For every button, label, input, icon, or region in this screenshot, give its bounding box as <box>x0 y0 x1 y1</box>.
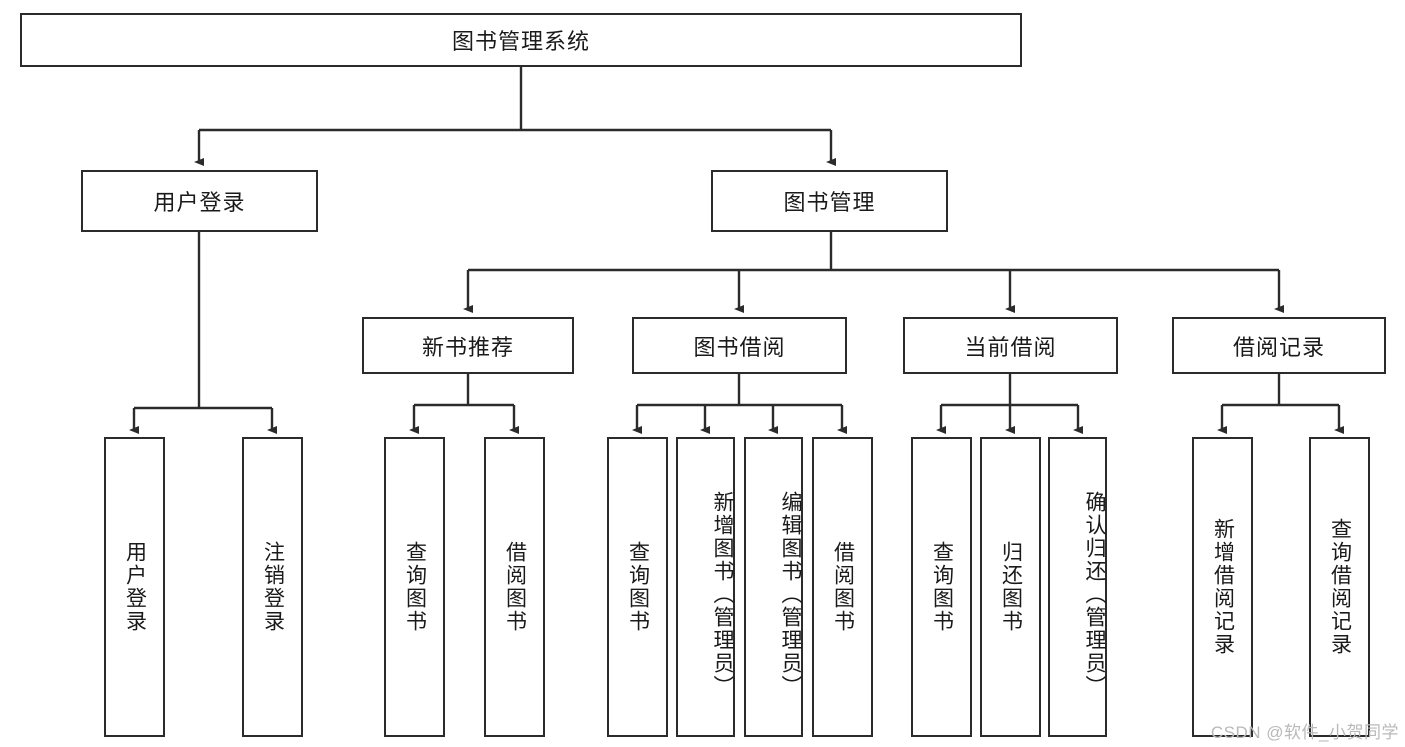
node-current-borrow[interactable]: 当前借阅 <box>903 317 1118 374</box>
node-user-login-label: 用户登录 <box>153 190 246 215</box>
node-root[interactable]: 图书管理系统 <box>20 13 1022 67</box>
node-user-login[interactable]: 用户登录 <box>81 170 318 232</box>
node-leaf-query-book-2-label: 查询图书 <box>626 541 650 633</box>
node-leaf-query-book-1-label: 查询图书 <box>403 541 427 633</box>
node-leaf-user-logout[interactable]: 注销登录 <box>242 437 303 737</box>
node-root-label: 图书管理系统 <box>451 29 590 54</box>
node-leaf-edit-book[interactable]: 编辑图书（管理员） <box>744 437 803 737</box>
node-leaf-return-book-label: 归还图书 <box>999 541 1023 633</box>
node-new-book-recommend-label: 新书推荐 <box>421 334 514 360</box>
node-book-borrow-label: 图书借阅 <box>693 334 786 360</box>
node-leaf-query-book-1[interactable]: 查询图书 <box>384 437 445 737</box>
node-leaf-user-logout-label: 注销登录 <box>261 541 285 633</box>
csdn-watermark: CSDN @软件_小贺同学 <box>1210 723 1399 742</box>
node-book-borrow[interactable]: 图书借阅 <box>632 317 847 374</box>
node-leaf-add-record-label: 新增借阅记录 <box>1211 518 1235 656</box>
node-leaf-user-login-label: 用户登录 <box>123 541 147 633</box>
node-leaf-user-login[interactable]: 用户登录 <box>104 437 165 737</box>
node-book-management-label: 图书管理 <box>783 190 876 215</box>
node-leaf-confirm-return-label: 确认归还（管理员） <box>1083 490 1106 698</box>
node-leaf-query-book-3-label: 查询图书 <box>930 541 954 633</box>
node-leaf-query-record[interactable]: 查询借阅记录 <box>1309 437 1370 737</box>
node-leaf-query-record-label: 查询借阅记录 <box>1328 518 1352 656</box>
node-leaf-query-book-3[interactable]: 查询图书 <box>911 437 972 737</box>
node-new-book-recommend[interactable]: 新书推荐 <box>362 317 574 374</box>
node-book-management[interactable]: 图书管理 <box>711 170 948 232</box>
node-leaf-query-book-2[interactable]: 查询图书 <box>607 437 668 737</box>
node-borrow-record-label: 借阅记录 <box>1232 334 1325 360</box>
node-leaf-edit-book-label: 编辑图书（管理员） <box>779 490 802 698</box>
node-leaf-borrow-book-2-label: 借阅图书 <box>831 541 855 633</box>
node-borrow-record[interactable]: 借阅记录 <box>1172 317 1386 374</box>
node-leaf-add-record[interactable]: 新增借阅记录 <box>1192 437 1253 737</box>
node-current-borrow-label: 当前借阅 <box>964 334 1057 360</box>
node-leaf-return-book[interactable]: 归还图书 <box>980 437 1041 737</box>
node-leaf-confirm-return[interactable]: 确认归还（管理员） <box>1048 437 1107 737</box>
node-leaf-add-book-label: 新增图书（管理员） <box>711 490 734 698</box>
node-leaf-borrow-book-1-label: 借阅图书 <box>503 541 527 633</box>
node-leaf-add-book[interactable]: 新增图书（管理员） <box>676 437 735 737</box>
node-leaf-borrow-book-2[interactable]: 借阅图书 <box>812 437 873 737</box>
node-leaf-borrow-book-1[interactable]: 借阅图书 <box>484 437 545 737</box>
